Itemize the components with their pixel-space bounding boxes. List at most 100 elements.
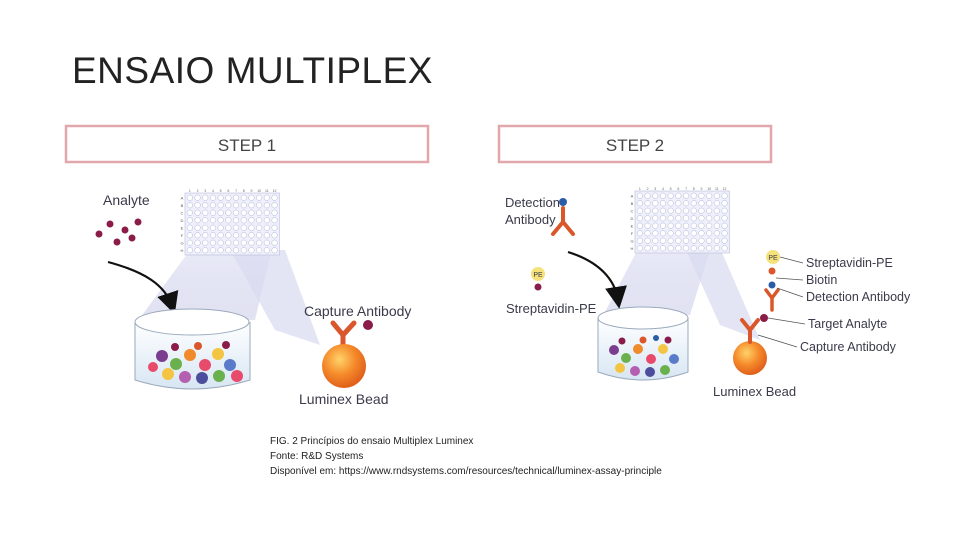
plate-well (210, 217, 216, 223)
plate-row-label: D (181, 218, 184, 223)
step2-legend: Streptavidin-PEBiotinDetection AntibodyT… (800, 256, 911, 354)
plate-well (660, 238, 666, 244)
plate-body (635, 191, 729, 253)
plate-well (241, 225, 247, 231)
plate-row-label: D (631, 216, 634, 221)
plate-well (202, 217, 208, 223)
plate-well (714, 208, 720, 214)
plate-well (202, 232, 208, 238)
plate-well (272, 240, 278, 246)
step2-target-analyte (760, 314, 768, 322)
plate-well (714, 245, 720, 251)
plate-row-label: E (181, 225, 184, 230)
plate-column-label: 11 (715, 187, 719, 191)
plate-row-label: H (181, 248, 184, 253)
plate-column-label: 4 (662, 187, 664, 191)
plate-well (668, 208, 674, 214)
plate-well (683, 238, 689, 244)
plate-well (637, 230, 643, 236)
step2-legend-item: Target Analyte (808, 317, 887, 331)
plate-well (272, 210, 278, 216)
plate-well (233, 210, 239, 216)
plate-well (264, 247, 270, 253)
step2-detection-antibody-icon (553, 208, 573, 234)
plate-well (241, 232, 247, 238)
step2-legend-item: Capture Antibody (800, 340, 897, 354)
plate-row-label: H (631, 246, 634, 251)
plate-well (256, 195, 262, 201)
plate-well (264, 225, 270, 231)
plate-well (722, 245, 728, 251)
plate-well (645, 245, 651, 251)
plate-well (676, 193, 682, 199)
plate-well (256, 247, 262, 253)
plate-column-label: 10 (257, 189, 261, 193)
plate-row-label: G (180, 240, 183, 245)
plate-row-label: C (631, 208, 634, 213)
plate-well (210, 232, 216, 238)
plate-well (241, 247, 247, 253)
plate-well (637, 223, 643, 229)
plate-well (660, 223, 666, 229)
plate-row-label: F (181, 233, 184, 238)
plate-row-label: A (631, 193, 634, 198)
plate-well (272, 247, 278, 253)
plate-well (714, 215, 720, 221)
plate-well (272, 225, 278, 231)
plate-well (706, 245, 712, 251)
plate-well (218, 240, 224, 246)
caption-line-1: FIG. 2 Princípios do ensaio Multiplex Lu… (270, 434, 662, 449)
step2-plate: 123456789101112ABCDEFGH (630, 187, 729, 253)
plate-well (241, 240, 247, 246)
plate-well (714, 238, 720, 244)
step1-analyte-label: Analyte (103, 192, 150, 208)
plate-well (652, 245, 658, 251)
plate-well (706, 200, 712, 206)
plate-well (637, 193, 643, 199)
plate-well (645, 230, 651, 236)
step2-dish (598, 307, 688, 380)
plate-well (249, 225, 255, 231)
plate-well (660, 208, 666, 214)
figure-caption: FIG. 2 Princípios do ensaio Multiplex Lu… (270, 434, 662, 479)
plate-well (187, 202, 193, 208)
plate-well (249, 232, 255, 238)
plate-well (195, 202, 201, 208)
plate-well (691, 238, 697, 244)
analyte-dots (96, 219, 142, 246)
plate-well (195, 195, 201, 201)
plate-well (645, 193, 651, 199)
plate-well (249, 210, 255, 216)
plate-well (210, 210, 216, 216)
plate-well (218, 247, 224, 253)
plate-well (691, 223, 697, 229)
plate-well (202, 247, 208, 253)
plate-well (722, 215, 728, 221)
plate-well (264, 232, 270, 238)
step2-biotin-dot (559, 198, 567, 206)
step2-bound-pe-tag: PE (768, 255, 778, 262)
plate-well (722, 230, 728, 236)
plate-column-label: 6 (227, 189, 229, 193)
plate-well (195, 225, 201, 231)
plate-well (226, 202, 232, 208)
step2-legend-leaders (758, 257, 805, 347)
plate-well (683, 193, 689, 199)
plate-well (722, 200, 728, 206)
plate-well (706, 223, 712, 229)
plate-well (202, 225, 208, 231)
plate-well (226, 232, 232, 238)
plate-well (256, 225, 262, 231)
plate-well (187, 247, 193, 253)
plate-well (226, 225, 232, 231)
plate-row-label: C (181, 210, 184, 215)
plate-well (233, 225, 239, 231)
plate-column-label: 5 (670, 187, 672, 191)
plate-column-label: 2 (197, 189, 199, 193)
plate-well (195, 247, 201, 253)
plate-well (226, 247, 232, 253)
plate-well (210, 247, 216, 253)
plate-well (691, 193, 697, 199)
plate-column-label: 12 (723, 187, 727, 191)
plate-column-label: 9 (700, 187, 702, 191)
